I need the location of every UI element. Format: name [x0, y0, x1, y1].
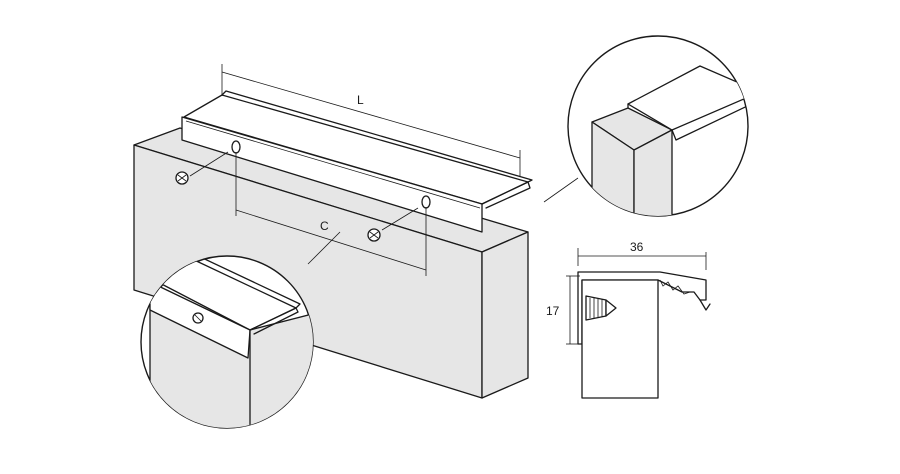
height-value: 17	[546, 304, 560, 318]
spacing-label: C	[320, 219, 329, 233]
screw-icon	[367, 207, 419, 242]
screw-icon	[585, 295, 617, 321]
detail2-handle-lip	[671, 99, 748, 141]
mount-hole-right	[421, 195, 431, 209]
length-label: L	[357, 93, 364, 107]
cabinet-board	[133, 127, 529, 399]
detail2-board-side	[633, 129, 673, 216]
detail-handle-edge	[189, 256, 301, 309]
handle-top-edge	[221, 90, 533, 183]
detail-circle-front	[140, 255, 314, 429]
leader-line-front-detail	[307, 231, 341, 265]
section-serration	[659, 279, 691, 295]
detail-circle-top	[567, 35, 749, 217]
dimension-length: L	[221, 64, 521, 176]
handle-inner-line	[185, 120, 481, 209]
cross-section: 36 17	[546, 240, 711, 399]
detail2-handle-top	[627, 65, 748, 131]
leader-line-top-detail	[543, 177, 579, 203]
handle-profile	[181, 90, 533, 233]
mount-hole-left	[231, 140, 241, 154]
dimension-hole-spacing: C	[235, 152, 427, 276]
width-value: 36	[630, 240, 644, 254]
detail-handle-lip	[249, 307, 299, 335]
handle-lip	[481, 181, 531, 209]
handle-front-face	[181, 116, 483, 233]
screw-icon	[175, 151, 229, 185]
board-side-face	[481, 231, 529, 399]
